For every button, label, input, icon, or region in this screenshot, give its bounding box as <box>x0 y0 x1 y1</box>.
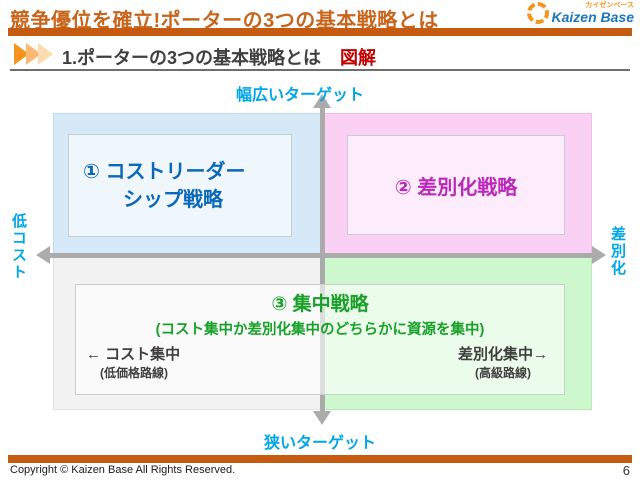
arrowhead-up-icon <box>313 94 331 108</box>
differentiation-focus-option: 差別化集中→ (高級路線) <box>458 343 548 381</box>
axis-label-narrow-target: 狭いターゲット <box>263 435 376 452</box>
strategy1-label-line1: ① コストリーダー <box>83 160 246 183</box>
kaizen-base-logo: カイゼンベース Kaizen Base <box>526 2 634 24</box>
cost-focus-option: ← コスト集中 (低価格路線) <box>86 343 180 381</box>
chevron-arrow-icon <box>38 43 53 65</box>
arrowhead-down-icon <box>313 411 331 425</box>
logo-wordmark: Kaizen Base <box>551 9 634 25</box>
gear-icon <box>526 2 549 24</box>
header-accent-bar <box>8 28 632 36</box>
focus-options-row: ← コスト集中 (低価格路線) 差別化集中→ (高級路線) <box>76 339 564 381</box>
vertical-axis-line <box>320 107 325 412</box>
logo-text-block: カイゼンベース Kaizen Base <box>552 2 634 24</box>
chevron-arrow-icon <box>26 43 41 65</box>
axis-label-broad-target: 幅広いターゲット <box>235 87 364 104</box>
cost-focus-note: (低価格路線) <box>100 366 168 380</box>
differentiation-focus-label: 差別化集中→ <box>457 346 548 363</box>
axis-label-low-cost: 低コスト <box>10 213 27 281</box>
copyright-text: Copyright © Kaizen Base All Rights Reser… <box>10 464 236 476</box>
strategy-box-cost-leadership: ① コストリーダー シップ戦略 <box>68 134 292 237</box>
arrowhead-right-icon <box>592 246 606 264</box>
heading-divider <box>10 69 630 71</box>
strategy1-label-line2: シップ戦略 <box>123 188 223 211</box>
cost-focus-label: ← コスト集中 <box>86 346 181 363</box>
chevron-arrow-icon <box>14 43 29 65</box>
strategy2-label: ② 差別化戦略 <box>394 176 518 199</box>
section-heading: 1.ポーターの3つの基本戦略とは <box>62 48 322 68</box>
page-number: 6 <box>622 463 630 478</box>
horizontal-axis-line <box>50 253 592 258</box>
axis-label-differentiation: 差別化 <box>609 226 626 277</box>
differentiation-focus-note: (高級路線) <box>474 366 531 380</box>
strategy-box-focus: ③ 集中戦略 (コスト集中か差別化集中のどちらかに資源を集中) ← コスト集中 … <box>75 284 565 395</box>
footer-accent-bar <box>8 455 632 463</box>
slide-title: 競争優位を確立!ポーターの3つの基本戦略とは <box>10 10 439 32</box>
strategy3-title: ③ 集中戦略 <box>271 294 369 315</box>
arrowhead-left-icon <box>36 246 50 264</box>
strategy-box-differentiation: ② 差別化戦略 <box>347 135 565 235</box>
diagram-badge: 図解 <box>340 48 376 68</box>
strategy3-subtitle: (コスト集中か差別化集中のどちらかに資源を集中) <box>155 322 485 338</box>
logo-katakana-text: カイゼンベース <box>585 2 634 9</box>
